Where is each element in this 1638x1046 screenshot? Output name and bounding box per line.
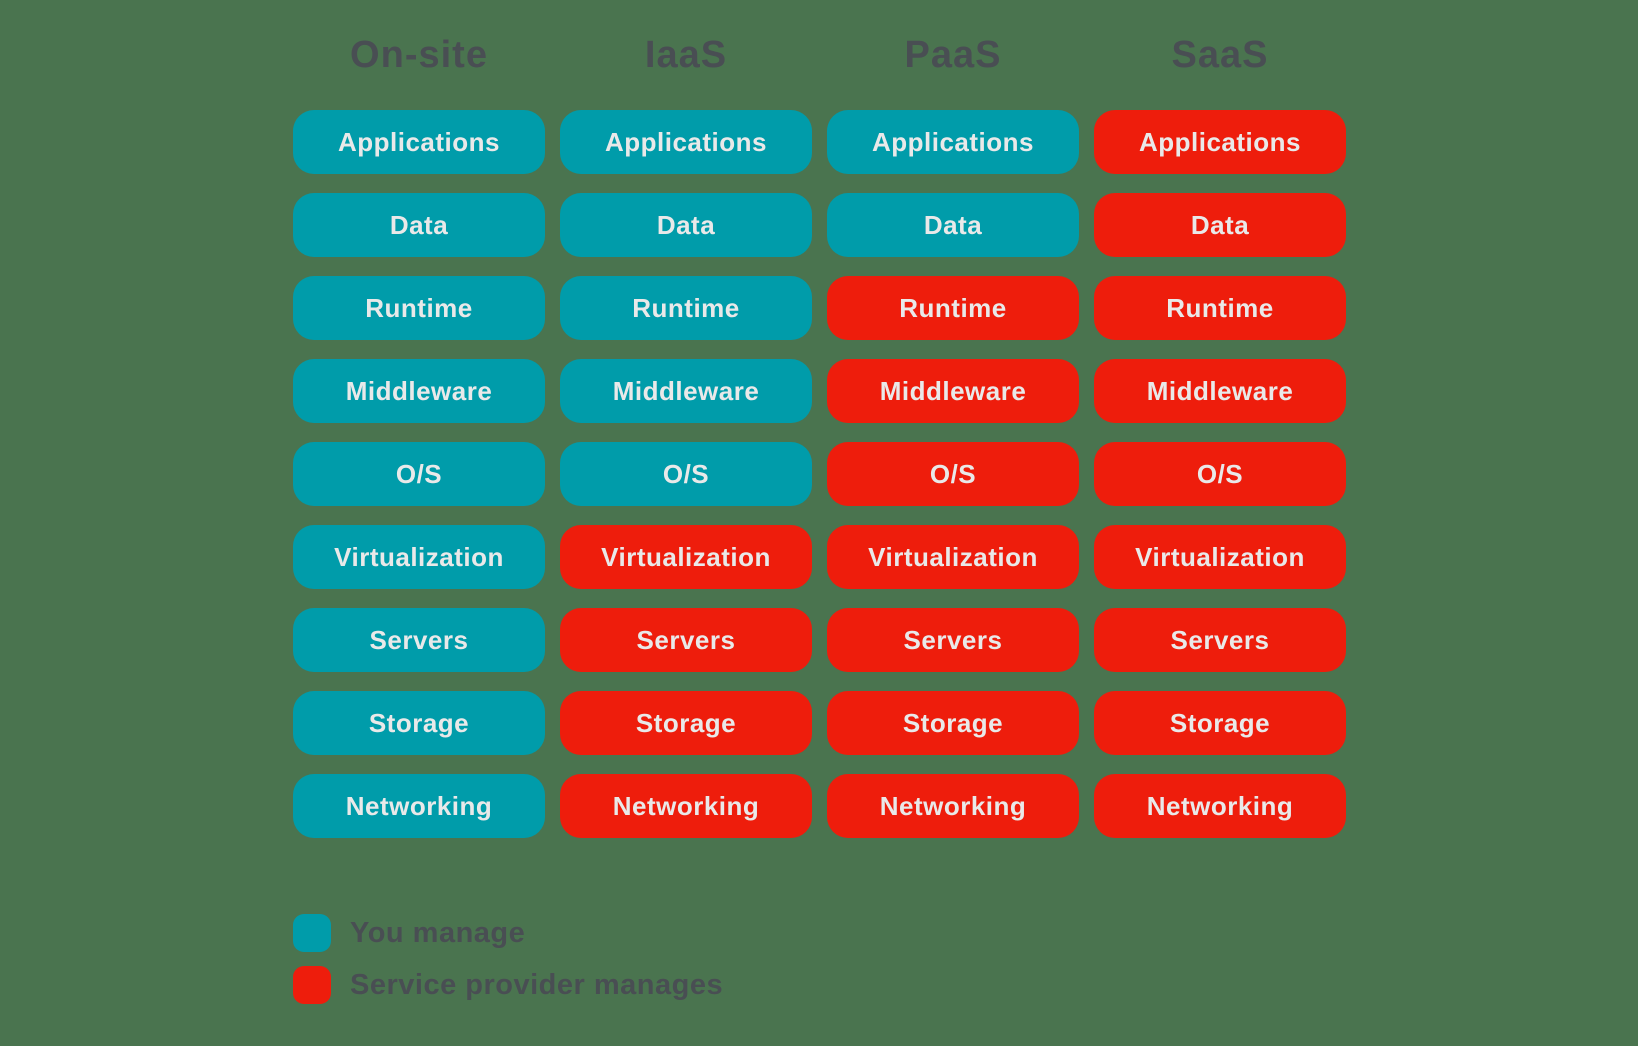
- pill-iaas-runtime: Runtime: [560, 276, 812, 340]
- pill-paas-applications: Applications: [827, 110, 1079, 174]
- pill-paas-o-s: O/S: [827, 442, 1079, 506]
- pill-paas-data: Data: [827, 193, 1079, 257]
- pill-on-site-middleware: Middleware: [293, 359, 545, 423]
- pill-on-site-servers: Servers: [293, 608, 545, 672]
- pill-paas-storage: Storage: [827, 691, 1079, 755]
- pill-paas-middleware: Middleware: [827, 359, 1079, 423]
- pill-on-site-applications: Applications: [293, 110, 545, 174]
- provider-manages-swatch-icon: [293, 966, 331, 1004]
- pill-saas-runtime: Runtime: [1094, 276, 1346, 340]
- column-header-saas: SaaS: [1171, 34, 1269, 76]
- pill-iaas-applications: Applications: [560, 110, 812, 174]
- pill-iaas-middleware: Middleware: [560, 359, 812, 423]
- column-header-iaas: IaaS: [644, 34, 728, 76]
- legend-item-provider-manages: Service provider manages: [293, 966, 723, 1004]
- pill-iaas-virtualization: Virtualization: [560, 525, 812, 589]
- pill-on-site-runtime: Runtime: [293, 276, 545, 340]
- column-headers: On-site IaaS PaaS SaaS: [293, 30, 1346, 80]
- pill-saas-storage: Storage: [1094, 691, 1346, 755]
- pill-paas-runtime: Runtime: [827, 276, 1079, 340]
- pill-paas-virtualization: Virtualization: [827, 525, 1079, 589]
- pill-saas-virtualization: Virtualization: [1094, 525, 1346, 589]
- legend-label-you-manage: You manage: [350, 916, 526, 949]
- pill-saas-servers: Servers: [1094, 608, 1346, 672]
- pill-on-site-o-s: O/S: [293, 442, 545, 506]
- pill-saas-networking: Networking: [1094, 774, 1346, 838]
- pill-on-site-networking: Networking: [293, 774, 545, 838]
- pill-iaas-data: Data: [560, 193, 812, 257]
- pill-on-site-virtualization: Virtualization: [293, 525, 545, 589]
- legend-label-provider-manages: Service provider manages: [350, 968, 724, 1001]
- pill-saas-applications: Applications: [1094, 110, 1346, 174]
- pill-iaas-servers: Servers: [560, 608, 812, 672]
- pill-saas-middleware: Middleware: [1094, 359, 1346, 423]
- pill-paas-servers: Servers: [827, 608, 1079, 672]
- column-header-paas: PaaS: [904, 34, 1002, 76]
- you-manage-swatch-icon: [293, 914, 331, 952]
- column-header-on-site: On-site: [350, 34, 488, 76]
- pill-iaas-networking: Networking: [560, 774, 812, 838]
- pill-on-site-data: Data: [293, 193, 545, 257]
- pill-iaas-o-s: O/S: [560, 442, 812, 506]
- pill-saas-o-s: O/S: [1094, 442, 1346, 506]
- legend: You manage Service provider manages: [293, 914, 723, 1004]
- pill-iaas-storage: Storage: [560, 691, 812, 755]
- pill-saas-data: Data: [1094, 193, 1346, 257]
- pill-paas-networking: Networking: [827, 774, 1079, 838]
- legend-item-you-manage: You manage: [293, 914, 723, 952]
- pill-on-site-storage: Storage: [293, 691, 545, 755]
